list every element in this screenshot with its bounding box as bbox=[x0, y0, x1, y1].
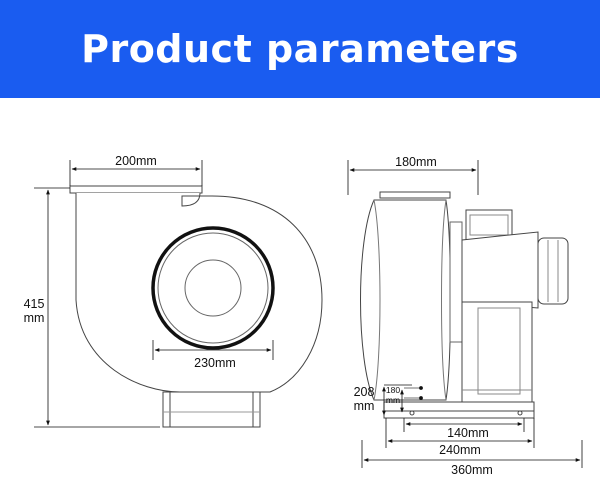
technical-drawing: 200mm 415 mm 230mm bbox=[24, 154, 583, 477]
header-banner: Product parameters bbox=[0, 0, 600, 98]
front-base-foot bbox=[162, 391, 261, 428]
side-base-plate bbox=[383, 401, 535, 412]
dim-label-208-unit: mm bbox=[354, 399, 375, 413]
motor-end-cap bbox=[537, 237, 569, 305]
dim-label-180-small-unit: mm bbox=[386, 395, 400, 405]
outlet-inner-ring bbox=[184, 259, 242, 317]
front-top-flange bbox=[69, 185, 203, 194]
side-drum bbox=[360, 199, 451, 401]
side-dimensions bbox=[347, 160, 583, 468]
front-view bbox=[69, 185, 323, 428]
dim-label-415-unit: mm bbox=[24, 311, 45, 325]
dim-label-140: 140mm bbox=[447, 426, 489, 440]
outlet-outer-ring bbox=[151, 226, 275, 350]
outlet-middle-ring bbox=[157, 232, 269, 344]
page-title: Product parameters bbox=[81, 27, 519, 71]
motor-body bbox=[461, 231, 539, 309]
dim-label-360: 360mm bbox=[451, 463, 493, 477]
side-top-flange bbox=[379, 191, 451, 199]
front-dimensions bbox=[34, 160, 274, 428]
dim-label-180-top: 180mm bbox=[395, 155, 437, 169]
dim-label-230: 230mm bbox=[194, 356, 236, 370]
dim-label-415-value: 415 bbox=[24, 297, 45, 311]
dim-label-200: 200mm bbox=[115, 154, 157, 168]
dim-label-208-value: 208 bbox=[354, 385, 375, 399]
side-view bbox=[360, 191, 569, 419]
dim-label-240: 240mm bbox=[439, 443, 481, 457]
dim-label-180-small-value: 180 bbox=[386, 385, 400, 395]
